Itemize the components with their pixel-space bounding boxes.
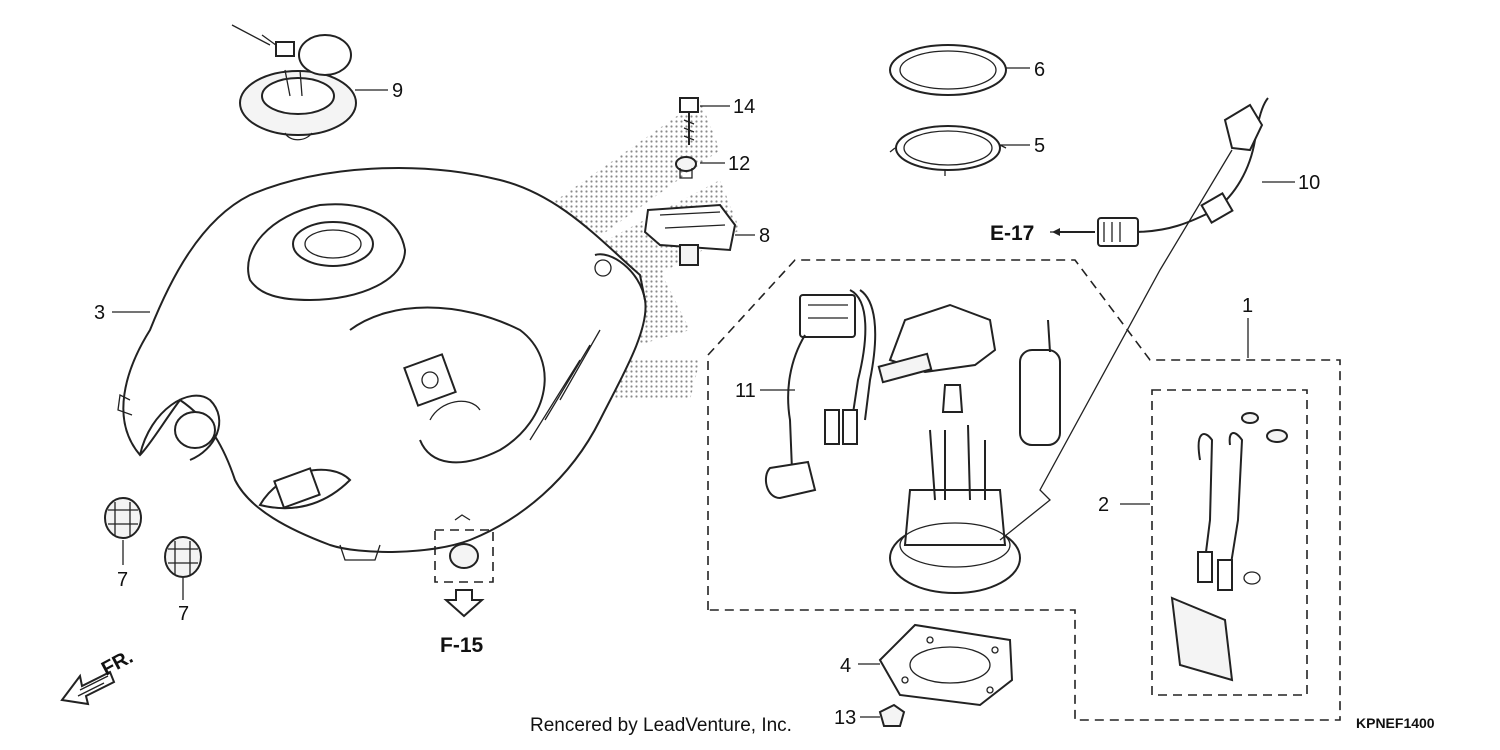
hardware-parts: [643, 97, 737, 266]
callout-1: 1: [1242, 295, 1253, 317]
callout-7a: 7: [117, 569, 128, 591]
callout-9: 9: [392, 80, 403, 102]
callout-5: 5: [1034, 135, 1045, 157]
callout-7b: 7: [178, 603, 189, 625]
callout-10: 10: [1298, 172, 1320, 194]
callout-8: 8: [759, 225, 770, 247]
grommets: [104, 497, 202, 578]
seal-rings: [889, 44, 1007, 176]
figure-code: KPNEF1400: [1356, 715, 1435, 731]
callout-14: 14: [733, 96, 755, 118]
sub-harness: [1097, 97, 1269, 247]
fuel-level-sender: [764, 289, 877, 500]
callout-12: 12: [728, 153, 750, 175]
callout-6: 6: [1034, 59, 1045, 81]
callout-11: 11: [735, 380, 756, 402]
render-credit: Rencered by LeadVenture, Inc.: [530, 715, 792, 736]
reference-f15: F-15: [440, 634, 484, 657]
callout-2: 2: [1098, 494, 1109, 516]
callout-4: 4: [840, 655, 851, 677]
f15-reference-detail: [434, 529, 494, 618]
callout-3: 3: [94, 302, 105, 324]
reference-e17: E-17: [990, 222, 1034, 245]
mounting-plate: [878, 623, 1014, 727]
callout-labels: 1 2 3 4 5 6 7 7 8 9 10 11 12 13 14: [94, 59, 1320, 729]
kit-contents: [1170, 412, 1288, 682]
fuel-pump-kit-outline: [707, 259, 1341, 721]
fuel-tank: [117, 167, 647, 561]
fuel-cap: [231, 24, 357, 141]
callout-13: 13: [834, 707, 856, 729]
fuel-pump-body: [877, 303, 1061, 594]
front-direction-arrow: [60, 670, 116, 706]
e17-arrowhead: [1052, 228, 1060, 236]
